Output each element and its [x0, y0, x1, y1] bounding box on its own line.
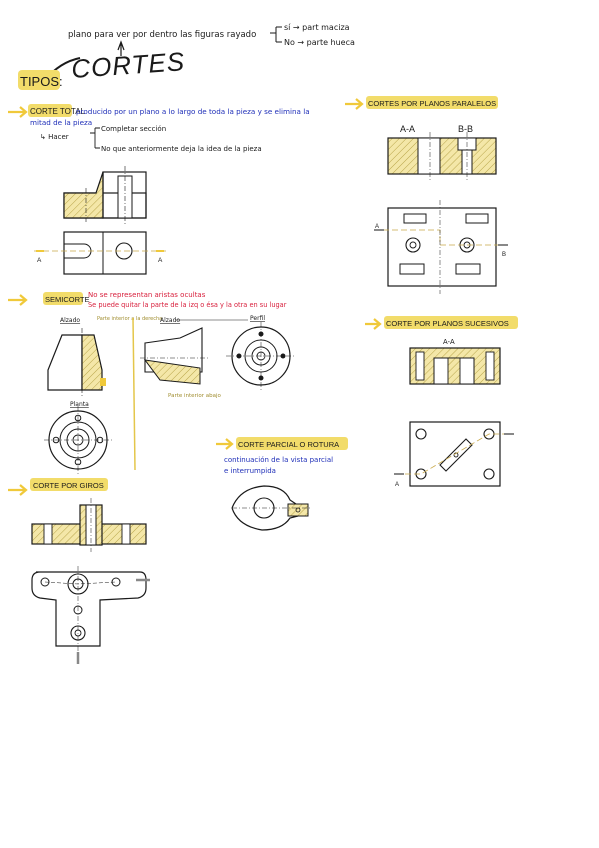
paralelos-label-aa: A-A	[400, 124, 415, 134]
parcial-drawing	[231, 485, 312, 531]
giros-plan-drawing	[31, 566, 150, 664]
paralelos-mark-a: A	[375, 224, 379, 230]
total-desc-1: producido por un plano a lo largo de tod…	[76, 107, 310, 116]
semi-alzado-drawing	[140, 327, 210, 385]
total-desc-2: mitad de la pieza	[30, 118, 92, 127]
section-planos-paralelos: CORTES POR PLANOS PARALELOS A-A B-B A	[345, 96, 508, 294]
header-note: plano para ver por dentro las figuras ra…	[68, 23, 355, 56]
giros-section-drawing	[31, 498, 147, 552]
semi-cone-drawing	[47, 328, 106, 396]
semi-parte-2: Parte interior abajo	[168, 393, 221, 399]
main-title: CORTES	[44, 46, 186, 84]
total-section-drawing	[63, 166, 147, 224]
section-corte-giros: CORTE POR GIROS	[8, 478, 150, 664]
section-semicorte: SEMICORTE No se representan aristas ocul…	[8, 291, 296, 474]
paralelos-label-bb: B-B	[458, 124, 473, 134]
arrow-right-icon	[8, 106, 28, 118]
sucesivos-title: CORTE POR PLANOS SUCESIVOS	[386, 319, 509, 328]
semi-perfil: Perfil	[250, 315, 265, 322]
page-title: CORTES	[70, 46, 186, 84]
semi-parte-1: Parte interior a la derecha	[97, 316, 162, 322]
tipos-text: TIPOS:	[20, 74, 63, 89]
semi-alzado-1: Alzado	[60, 317, 80, 324]
arrow-right-icon	[345, 98, 364, 110]
paralelos-section-drawing	[387, 132, 497, 182]
tipos-label: TIPOS:	[18, 70, 63, 90]
up-arrow-icon	[117, 40, 125, 56]
giros-title: CORTE POR GIROS	[33, 481, 104, 490]
semi-planta: Planta	[70, 401, 89, 408]
semi-perfil-drawing	[226, 322, 296, 390]
paralelos-mark-b: B	[502, 252, 506, 258]
total-opt-2: No que anteriormente deja la idea de la …	[101, 145, 262, 153]
semi-planta-drawing	[44, 406, 112, 474]
total-cut-label-right: A	[158, 257, 163, 264]
header-note-line: plano para ver por dentro las figuras ra…	[68, 30, 256, 40]
semi-alzado-2: Alzado	[160, 317, 180, 324]
sucesivos-mark-a: A	[395, 482, 399, 488]
semi-note-2: Se puede quitar la parte de la izq o ésa…	[88, 301, 287, 309]
total-opt-1: Completar sección	[101, 125, 166, 133]
section-corte-total: CORTE TOTAL producido por un plano a lo …	[8, 104, 310, 275]
arrow-right-icon	[8, 484, 28, 496]
arrow-right-icon	[365, 318, 382, 330]
parcial-desc-1: continuación de la vista parcial	[224, 456, 333, 464]
section-planos-sucesivos: CORTE POR PLANOS SUCESIVOS A-A A	[365, 316, 518, 488]
total-cut-label-left: A	[37, 257, 42, 264]
parcial-desc-2: e interrumpida	[224, 467, 276, 475]
sucesivos-section-drawing	[409, 347, 501, 385]
section-corte-parcial: CORTE PARCIAL O ROTURA continuación de l…	[216, 437, 348, 531]
sucesivos-plan-drawing: A	[394, 421, 514, 488]
paralelos-plan-drawing: A B	[374, 200, 508, 294]
header-note-no: No → parte hueca	[284, 38, 355, 47]
sucesivos-label-aa: A-A	[443, 339, 455, 346]
total-plan-drawing: A A	[34, 231, 168, 275]
arrow-right-icon	[8, 294, 28, 306]
header-note-si: sí → part maciza	[284, 23, 350, 32]
total-title: CORTE TOTAL	[30, 107, 86, 116]
total-hacer: ↳ Hacer	[40, 133, 69, 141]
semi-title: SEMICORTE	[45, 295, 89, 304]
parcial-title: CORTE PARCIAL O ROTURA	[238, 440, 339, 449]
semi-note-1: No se representan aristas ocultas	[88, 291, 206, 299]
arrow-right-icon	[216, 438, 234, 450]
paralelos-title: CORTES POR PLANOS PARALELOS	[368, 99, 496, 108]
